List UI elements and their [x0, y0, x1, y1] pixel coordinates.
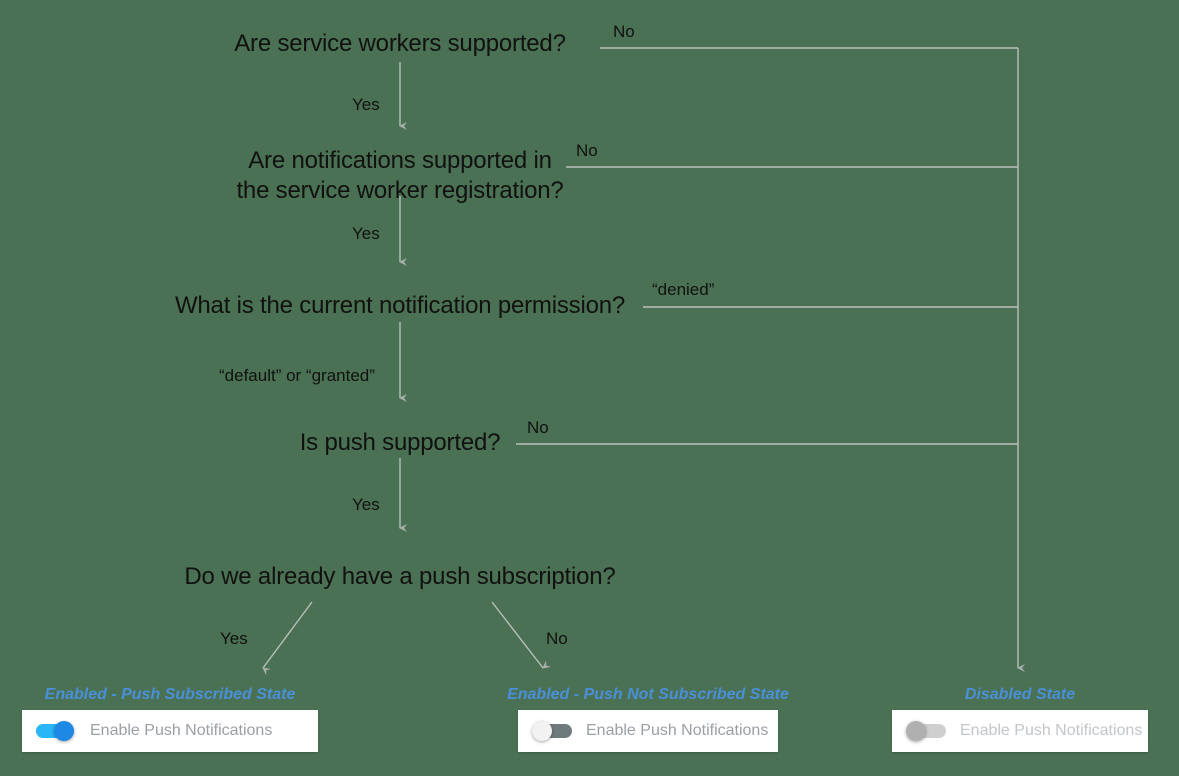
state-disabled: Disabled State Enable Push Notifications: [892, 686, 1148, 752]
edge-label-q2-no: No: [576, 141, 598, 160]
edge-label-q5-yes: Yes: [220, 629, 248, 648]
state-push-not-subscribed: Enabled - Push Not Subscribed State Enab…: [492, 686, 804, 752]
state-label-disabled: Disabled State: [964, 686, 1076, 703]
state-push-subscribed: Enabled - Push Subscribed State Enable P…: [22, 686, 318, 752]
state-label-push-not-subscribed: Enabled - Push Not Subscribed State: [507, 686, 789, 703]
edge-q5-no: [491, 601, 551, 669]
edge-label-q4-yes: Yes: [352, 495, 380, 514]
edge-label-q1-yes: Yes: [352, 95, 380, 114]
decision-push-supported: Is push supported?: [299, 429, 501, 456]
decision-notification-permission: What is the current notification permiss…: [174, 292, 626, 319]
push-toggle-card-not-subscribed[interactable]: Enable Push Notifications: [518, 710, 778, 752]
edge-label-q3-yes: “default” or “granted”: [219, 366, 375, 385]
push-toggle-card-disabled: Enable Push Notifications: [892, 710, 1148, 752]
edge-label-q1-no: No: [613, 22, 635, 41]
toggle-knob: [906, 721, 926, 741]
edge-label-q3-denied: “denied”: [652, 280, 715, 299]
edge-q5-yes: [262, 601, 313, 676]
push-toggle-label: Enable Push Notifications: [586, 722, 769, 739]
push-toggle-label: Enable Push Notifications: [90, 722, 273, 739]
decision-notifications-supported: Are notifications supported in the servi…: [236, 147, 564, 204]
toggle-switch-disabled: [906, 721, 946, 741]
edge-label-q4-no: No: [527, 418, 549, 437]
decision-service-workers-supported: Are service workers supported?: [234, 30, 566, 57]
toggle-switch-off[interactable]: [532, 721, 572, 741]
push-toggle-card-subscribed[interactable]: Enable Push Notifications: [22, 710, 318, 752]
decision-have-push-subscription: Do we already have a push subscription?: [184, 563, 616, 590]
state-label-push-subscribed: Enabled - Push Subscribed State: [44, 686, 296, 703]
toggle-switch-on[interactable]: [36, 721, 76, 741]
toggle-knob: [532, 721, 552, 741]
edge-label-q2-yes: Yes: [352, 224, 380, 243]
edge-label-q5-no: No: [546, 629, 568, 648]
toggle-knob: [54, 721, 74, 741]
push-toggle-label: Enable Push Notifications: [960, 722, 1143, 739]
